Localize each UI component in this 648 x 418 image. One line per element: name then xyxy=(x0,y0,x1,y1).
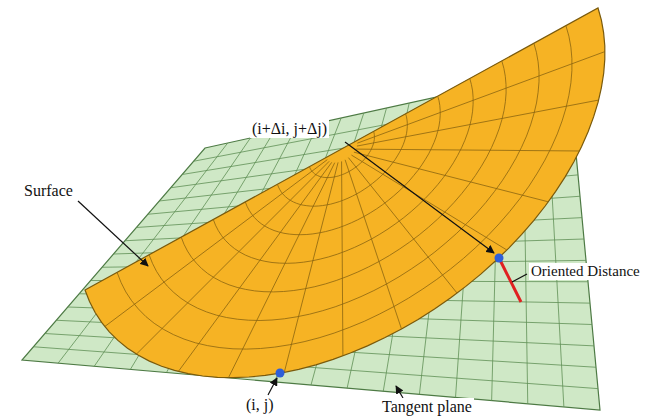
surface-patch xyxy=(85,8,605,378)
grid-line xyxy=(228,163,334,378)
grid-line xyxy=(357,100,599,146)
grid-line xyxy=(117,26,572,350)
grid-line xyxy=(351,155,506,250)
leader-arrow xyxy=(78,201,148,266)
grid-line xyxy=(356,149,580,151)
leader-arrow xyxy=(345,142,494,253)
plane-label: Tangent plane xyxy=(380,398,474,416)
point-dot xyxy=(495,254,504,263)
surface-grid xyxy=(105,26,605,378)
leader-arrow xyxy=(268,378,277,395)
grid-line xyxy=(348,158,457,293)
point-dot xyxy=(276,369,285,378)
leader-line xyxy=(512,274,527,282)
grid-line xyxy=(149,43,539,320)
grid-line xyxy=(178,162,331,371)
grid-line xyxy=(105,160,328,327)
surface-label: Surface xyxy=(22,182,75,200)
grid-line xyxy=(354,152,548,202)
leader-arrow xyxy=(396,386,403,398)
distance-label: Oriented Distance xyxy=(529,263,642,280)
grid-line xyxy=(357,52,605,144)
grid-line xyxy=(345,160,401,329)
grid-line xyxy=(342,161,343,355)
oriented-distance xyxy=(499,258,521,302)
grid-line xyxy=(136,161,329,354)
grid-line xyxy=(284,162,338,372)
grid-line xyxy=(245,96,440,235)
point-label: (i, j) xyxy=(244,396,276,414)
point-label: (i+Δi, j+Δj) xyxy=(250,120,329,138)
grid-line xyxy=(181,61,506,292)
grid-line xyxy=(213,79,473,264)
